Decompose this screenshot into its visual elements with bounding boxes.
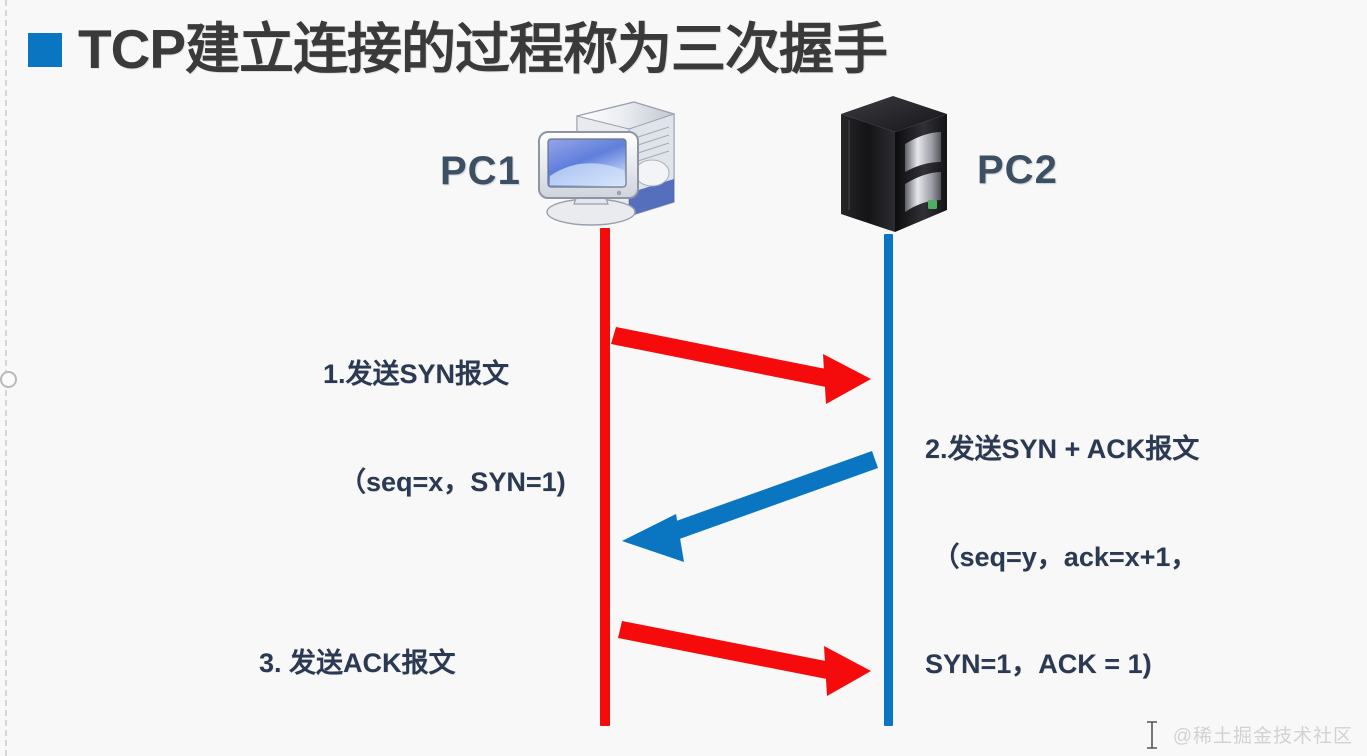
- message-line: SYN=1，ACK = 1): [925, 649, 1152, 680]
- desktop-computer-icon: [538, 101, 675, 226]
- bullet-square-icon: [28, 32, 62, 67]
- message-label-step-3: 3. 发送ACK报文 （seq=x+1，ack=y+1， ACK=1): [259, 574, 562, 756]
- message-line: 1.发送SYN报文: [323, 358, 510, 389]
- message-line: 3. 发送ACK报文: [259, 647, 456, 678]
- slide-title: TCP建立连接的过程称为三次握手: [28, 18, 888, 80]
- node-label-pc1: PC1: [440, 149, 521, 193]
- message-line: 2.发送SYN + ACK报文: [925, 433, 1200, 464]
- lifeline-pc1: [600, 228, 610, 726]
- arrow-step-1: [611, 327, 871, 404]
- text-cursor-icon: [1147, 721, 1157, 749]
- node-label-pc2: PC2: [977, 148, 1058, 192]
- page-title: TCP建立连接的过程称为三次握手: [78, 18, 888, 80]
- watermark-text: @稀土掘金技术社区: [1172, 726, 1353, 747]
- arrow-step-2: [622, 451, 878, 562]
- lifeline-pc2: [884, 234, 893, 726]
- message-label-step-2: 2.发送SYN + ACK报文 （seq=y，ack=x+1， SYN=1，AC…: [925, 360, 1199, 755]
- message-line: （seq=y，ack=x+1，: [925, 541, 1198, 572]
- arrow-step-3: [618, 621, 871, 696]
- slide-resize-handle[interactable]: [0, 371, 17, 388]
- server-tower-icon: [841, 96, 947, 232]
- message-line: （seq=x，SYN=1): [339, 466, 566, 497]
- message-label-step-1: 1.发送SYN报文 （seq=x，SYN=1): [323, 285, 566, 572]
